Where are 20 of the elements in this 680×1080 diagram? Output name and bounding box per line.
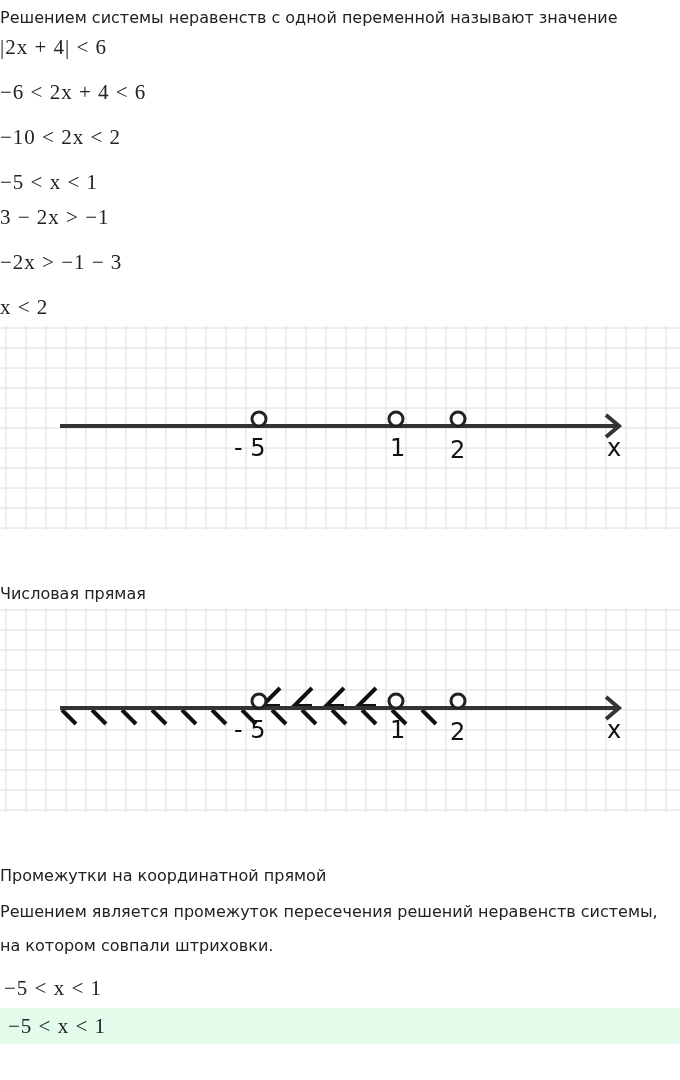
text-line: Промежутки на координатной прямой	[0, 866, 327, 885]
text-line: Решением системы неравенств с одной переменной называют значение	[0, 8, 618, 27]
answer-highlight: −5 < x < 1	[0, 1008, 680, 1044]
tick-label: 1	[390, 716, 406, 744]
axis-label: x	[607, 434, 622, 462]
axis-label: x	[607, 716, 622, 744]
text-line: Числовая прямая	[0, 584, 146, 603]
inequality: −10 < 2x < 2	[0, 125, 122, 150]
paragraph: Решением является промежуток пересечения решений неравенств системы, на котором совпали штриховки.	[0, 901, 659, 957]
inequality: −5 < x < 1	[4, 976, 103, 1001]
tick-label: 1	[390, 434, 406, 462]
inequality: −6 < 2x + 4 < 6	[0, 80, 147, 105]
tick-label: - 5	[234, 434, 266, 462]
inequality: |2x + 4| < 6	[0, 35, 108, 60]
inequality: −2x > −1 − 3	[0, 250, 123, 275]
inequality: x < 2	[0, 295, 49, 320]
tick-label: 2	[450, 436, 466, 464]
tick-label: 2	[450, 718, 466, 746]
inequality: −5 < x < 1	[0, 170, 99, 195]
inequality: 3 − 2x > −1	[0, 205, 110, 230]
